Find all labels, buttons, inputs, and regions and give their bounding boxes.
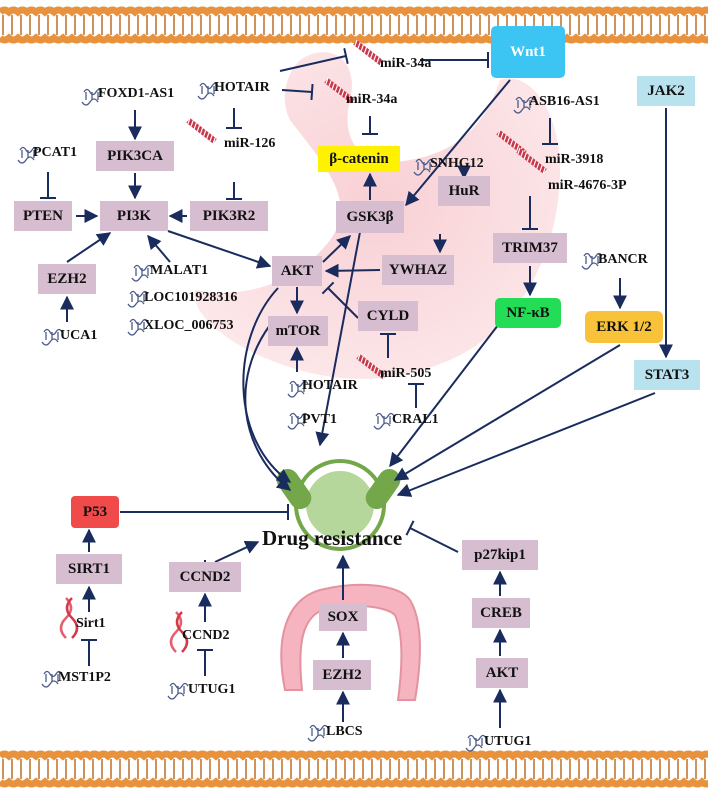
utug1-right-label: UTUG1 — [484, 734, 532, 749]
lncrna-icon — [307, 724, 329, 742]
lncrna-icon — [167, 682, 189, 700]
malat1-label: MALAT1 — [150, 263, 209, 278]
ezh2-bottom-node: EZH2 — [313, 660, 371, 690]
lncrna-icon — [197, 82, 219, 100]
foxd1-as1-label: FOXD1-AS1 — [98, 86, 175, 101]
hotair-top-label: HOTAIR — [214, 80, 270, 95]
activation-arrow-7 — [66, 232, 112, 263]
inhibition-edge-49 — [405, 520, 459, 553]
mst1p2-label: MST1P2 — [58, 670, 111, 685]
cral1-label: CRAL1 — [392, 412, 439, 427]
jak2-node: JAK2 — [637, 76, 695, 106]
activation-arrow-34 — [315, 231, 361, 447]
lncrna-icon — [465, 734, 487, 752]
xloc-006753-label: XLOC_006753 — [144, 318, 234, 333]
lncrna-icon — [17, 146, 39, 164]
uca1-label: UCA1 — [60, 328, 98, 343]
nfkb-node: NF-κB — [495, 298, 561, 328]
inhibition-edge-24 — [321, 281, 359, 319]
cell-membrane-top — [0, 6, 708, 44]
trim37-node: TRIM37 — [493, 233, 567, 263]
mir34a-label-2: miR-34a — [346, 92, 398, 107]
activation-arrow-19 — [405, 79, 511, 207]
gsk3b-node: GSK3β — [336, 201, 404, 233]
lncrna-icon — [287, 380, 309, 398]
cell-membrane-bottom — [0, 750, 708, 788]
asb16-as1-label: ASB16-AS1 — [529, 94, 600, 109]
mirna-icon — [516, 147, 547, 174]
mir505-label: miR-505 — [380, 366, 432, 381]
pten-node: PTEN — [14, 201, 72, 231]
activation-arrow-32 — [242, 287, 292, 483]
activation-arrow-10 — [167, 230, 272, 269]
p53-node: P53 — [71, 496, 119, 528]
activation-arrow-13 — [322, 235, 352, 263]
mrna-helix-icon — [59, 597, 79, 639]
bancr-label: BANCR — [598, 252, 648, 267]
utug1-left-label: UTUG1 — [188, 682, 236, 697]
mirna-icon — [353, 39, 384, 66]
creb-node: CREB — [472, 598, 530, 628]
lncrna-icon — [41, 670, 63, 688]
mir34a-label-1: miR-34a — [380, 56, 432, 71]
ywhaz-node: YWHAZ — [382, 255, 454, 285]
activation-arrow-36 — [393, 344, 621, 481]
ezh2-top-node: EZH2 — [38, 264, 96, 294]
mir4676-label: miR-4676-3P — [548, 178, 627, 193]
cyld-node: CYLD — [358, 301, 418, 331]
lncrna-icon — [287, 412, 309, 430]
lncrna-icon — [513, 96, 535, 114]
lbcs-label: LBCS — [326, 724, 363, 739]
mrna-helix-icon — [169, 611, 189, 653]
pik3r2-node: PIK3R2 — [190, 201, 268, 231]
wnt1-node: Wnt1 — [491, 26, 565, 78]
lncrna-icon — [131, 264, 153, 282]
mtor-node: mTOR — [268, 316, 328, 346]
lncrna-icon — [373, 412, 395, 430]
sox-node: SOX — [319, 603, 367, 631]
pi3k-node: PI3K — [100, 201, 168, 231]
rna-icons — [17, 39, 603, 752]
akt-bottom-node: AKT — [476, 658, 528, 688]
sirt1-mrna-label: Sirt1 — [76, 616, 106, 631]
beta-catenin-node: β-catenin — [318, 146, 400, 172]
erk-node: ERK 1/2 — [585, 311, 663, 343]
activation-arrow-37 — [396, 392, 656, 497]
ccnd2-mrna-label: CCND2 — [182, 628, 230, 643]
snhg12-label: SNHG12 — [430, 156, 484, 171]
loc101928316-label: LOC101928316 — [144, 290, 238, 305]
activation-arrow-45 — [214, 540, 260, 563]
inhibition-edge-16 — [281, 83, 314, 101]
mirna-icon — [186, 117, 217, 144]
hotair-mid-label: HOTAIR — [302, 378, 358, 393]
stat3-node: STAT3 — [634, 360, 700, 390]
lncrna-icon — [127, 290, 149, 308]
mir126-label: miR-126 — [224, 136, 276, 151]
activation-arrow-33 — [244, 324, 292, 491]
pvt1-label: PVT1 — [302, 412, 337, 427]
pik3ca-node: PIK3CA — [96, 141, 174, 171]
p27-node: p27kip1 — [462, 540, 538, 570]
drug-resistance-title: Drug resistance — [262, 526, 403, 550]
lncrna-icon — [81, 88, 103, 106]
ccnd2-node: CCND2 — [169, 562, 241, 592]
mirna-icon — [356, 353, 387, 380]
inhibition-edge-15 — [279, 47, 349, 72]
sirt1-node: SIRT1 — [56, 554, 122, 584]
lncrna-icon — [581, 252, 603, 270]
activation-arrow-35 — [389, 315, 506, 468]
lncrna-icon — [41, 328, 63, 346]
mir3918-label: miR-3918 — [545, 152, 604, 167]
pathway-edges — [40, 47, 673, 728]
mirna-icon — [324, 77, 355, 104]
pcat1-label: PCAT1 — [33, 145, 78, 160]
activation-arrow-9 — [147, 234, 171, 263]
lncrna-icon — [413, 158, 435, 176]
akt-top-node: AKT — [272, 256, 322, 286]
hur-node: HuR — [438, 176, 490, 206]
lncrna-icon — [127, 318, 149, 336]
